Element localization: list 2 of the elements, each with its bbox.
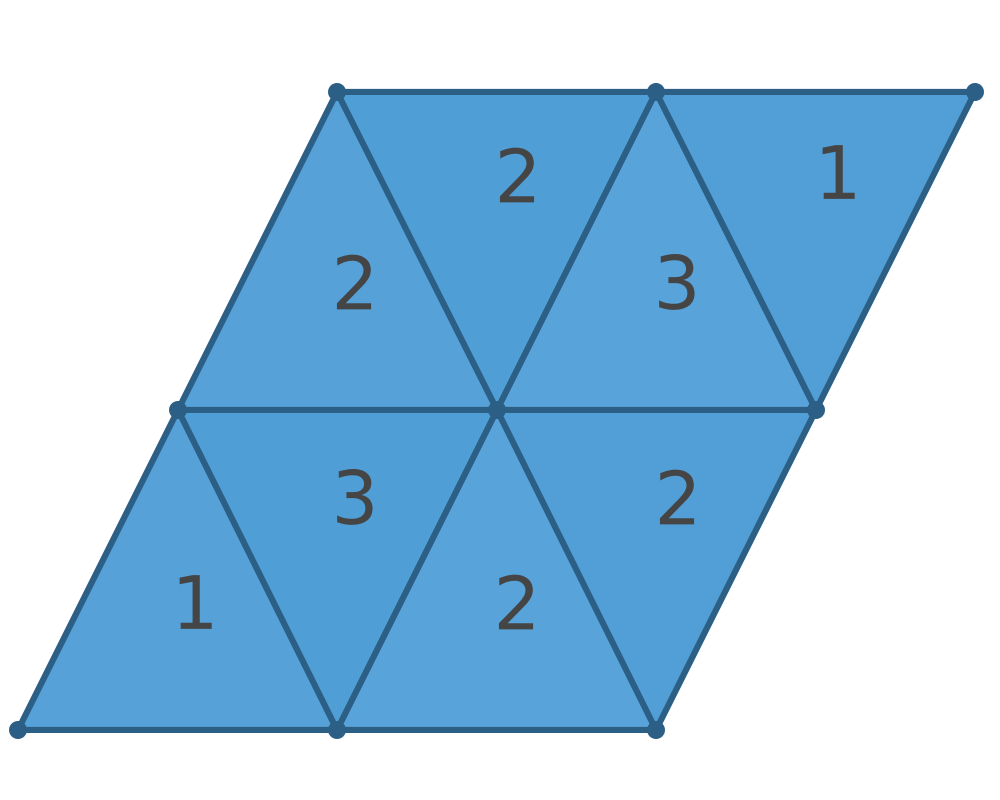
triangle: 2 <box>178 92 497 410</box>
triangle: 1 <box>18 410 337 730</box>
